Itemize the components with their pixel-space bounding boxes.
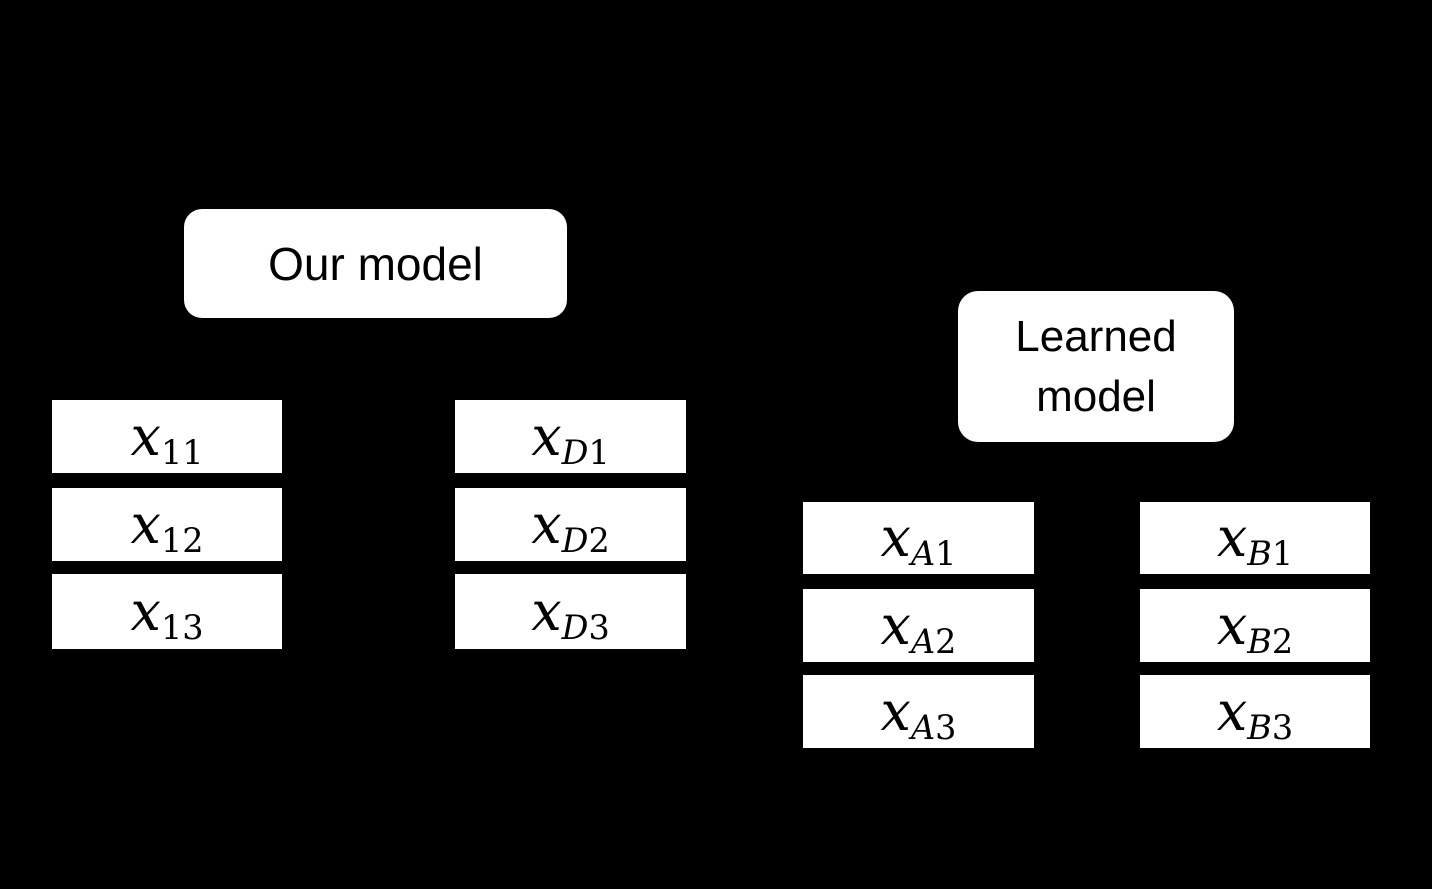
box-xA2: xA2 — [803, 589, 1034, 662]
learned-model-label-line2: model — [1036, 371, 1156, 421]
box-xD2: xD2 — [455, 488, 686, 561]
math-label-xB2: xB2 — [1216, 593, 1294, 661]
our-model-label-pill: Our model — [184, 209, 567, 318]
math-label-xA2: xA2 — [880, 593, 957, 661]
math-label-xD2: xD2 — [531, 492, 610, 560]
box-xB3: xB3 — [1140, 675, 1370, 748]
box-xD3: xD3 — [455, 574, 686, 649]
box-xA3: xA3 — [803, 675, 1034, 748]
math-label-xD3: xD3 — [531, 579, 610, 647]
math-label-xB3: xB3 — [1216, 679, 1294, 747]
box-x12: x12 — [52, 488, 282, 561]
math-label-x12: x12 — [130, 492, 204, 560]
learned-model-label-line1: Learned — [1015, 311, 1177, 361]
math-label-xA1: xA1 — [880, 506, 957, 574]
box-x13: x13 — [52, 574, 282, 649]
box-xB2: xB2 — [1140, 589, 1370, 662]
math-label-x13: x13 — [130, 579, 204, 647]
math-label-xB1: xB1 — [1216, 506, 1294, 574]
our-model-label: Our model — [268, 237, 483, 290]
math-label-xA3: xA3 — [880, 679, 957, 747]
learned-model-label-pill: Learned model — [958, 291, 1234, 442]
box-xD1: xD1 — [455, 400, 686, 473]
box-xA1: xA1 — [803, 502, 1034, 574]
math-label-xD1: xD1 — [531, 404, 610, 472]
box-xB1: xB1 — [1140, 502, 1370, 574]
box-x11: x11 — [52, 400, 282, 473]
math-label-x11: x11 — [130, 404, 204, 472]
